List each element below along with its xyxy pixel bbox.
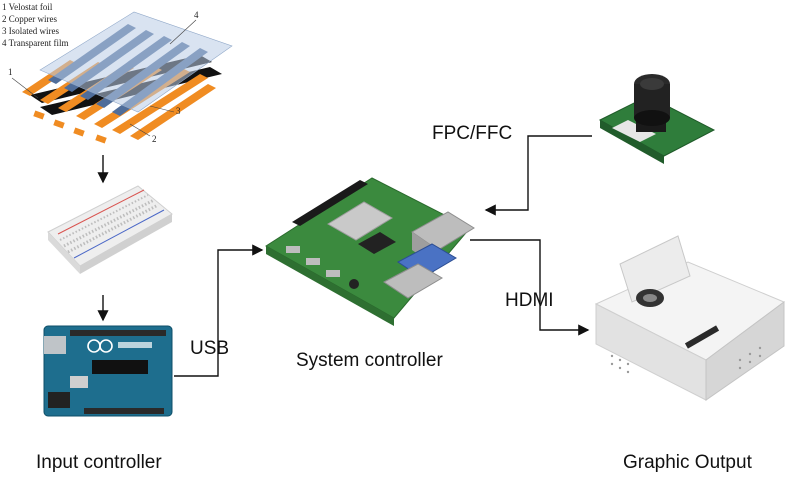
input-controller-caption: Input controller	[36, 452, 162, 473]
fpc-label: FPC/FFC	[432, 123, 513, 144]
graphic-output-caption: Graphic Output	[623, 452, 752, 473]
pressure-sensor-illustration	[11, 11, 233, 144]
usb-label: USB	[190, 338, 230, 359]
hdmi-label: HDMI	[505, 290, 554, 311]
camera-module-image	[598, 74, 716, 164]
fpc-connection-line	[484, 135, 592, 216]
legend-item-film: 4 Transparent film	[2, 38, 69, 48]
transparent-film	[39, 11, 233, 113]
breadboard-image	[47, 185, 173, 274]
usb-connection-line	[174, 244, 264, 377]
hdmi-connection-line	[470, 239, 590, 336]
callout-3: 3	[176, 106, 181, 116]
raspberry-pi-image	[265, 177, 475, 326]
sensor-legend: 1 Velostat foil 2 Copper wires 3 Isolate…	[2, 1, 69, 49]
system-controller-caption: System controller	[296, 350, 443, 371]
callout-1: 1	[8, 67, 13, 77]
arduino-board-image	[43, 325, 173, 417]
legend-item-copper: 2 Copper wires	[2, 14, 57, 24]
projector-image	[594, 235, 786, 401]
callout-2: 2	[152, 134, 157, 144]
legend-item-isolated: 3 Isolated wires	[2, 26, 59, 36]
legend-item-velostat: 1 Velostat foil	[2, 2, 53, 12]
callout-4: 4	[194, 10, 199, 20]
